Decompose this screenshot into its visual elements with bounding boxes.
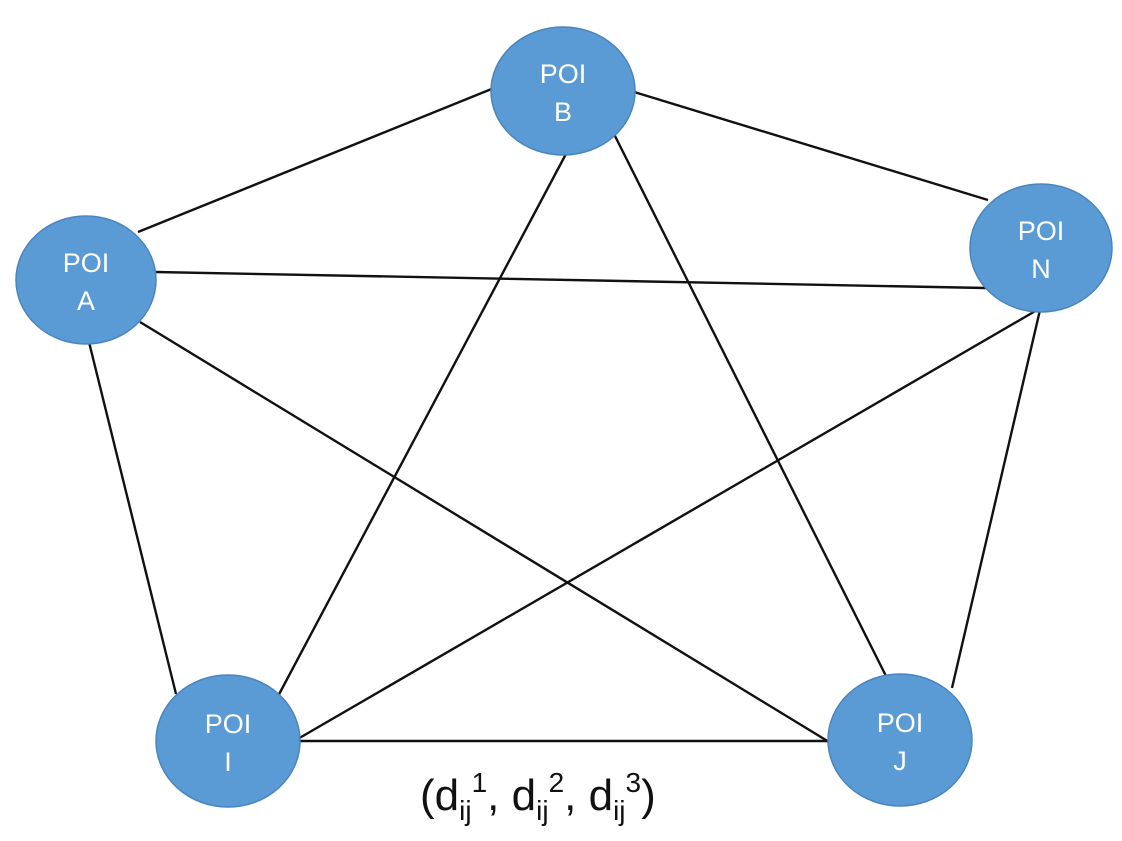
label-superscript: 3 (626, 767, 642, 798)
edges-layer (86, 86, 1045, 747)
label-superscript: 2 (549, 767, 565, 798)
label-superscript: 1 (472, 767, 488, 798)
nodes-layer: POI A POI B POI N POI I POI J (15, 26, 1113, 808)
label-symbol: d (512, 771, 536, 820)
node-circle (827, 673, 973, 807)
edge-a-b (137, 86, 495, 234)
edge-label-i-j: (dij1, dij2, dij3) (420, 767, 656, 826)
edge-a-n (154, 270, 987, 290)
node-label-line2: B (554, 97, 572, 127)
node-poi-a: POI A (15, 215, 157, 345)
label-open-paren: ( (420, 771, 435, 820)
node-poi-n: POI N (969, 183, 1113, 313)
label-separator: , (487, 771, 511, 820)
edge-b-j (612, 133, 890, 681)
label-symbol: d (589, 771, 613, 820)
label-subscript: ij (613, 795, 625, 826)
node-label-line2: J (893, 746, 907, 776)
edge-n-j (950, 309, 1042, 689)
label-separator: , (564, 771, 588, 820)
node-poi-i: POI I (155, 674, 301, 808)
node-circle (15, 215, 157, 345)
node-label-line1: POI (63, 248, 110, 278)
node-poi-b: POI B (490, 26, 636, 156)
label-subscript: ij (536, 795, 548, 826)
node-label-line2: A (77, 286, 95, 316)
node-label-line1: POI (877, 708, 924, 738)
node-circle (490, 26, 636, 156)
node-label-line2: N (1031, 254, 1051, 284)
node-label-line1: POI (1018, 216, 1065, 246)
edge-b-n (633, 90, 989, 202)
node-circle (969, 183, 1113, 313)
node-label-line2: I (224, 747, 232, 777)
node-poi-j: POI J (827, 673, 973, 807)
edge-a-i (86, 337, 178, 695)
edge-n-i (295, 304, 1045, 742)
node-label-line1: POI (540, 59, 587, 89)
label-subscript: ij (459, 795, 471, 826)
node-circle (155, 674, 301, 808)
node-label-line1: POI (205, 709, 252, 739)
label-close-paren: ) (641, 771, 656, 820)
label-symbol: d (435, 771, 459, 820)
edge-a-j (139, 320, 835, 747)
edge-b-i (274, 151, 569, 701)
